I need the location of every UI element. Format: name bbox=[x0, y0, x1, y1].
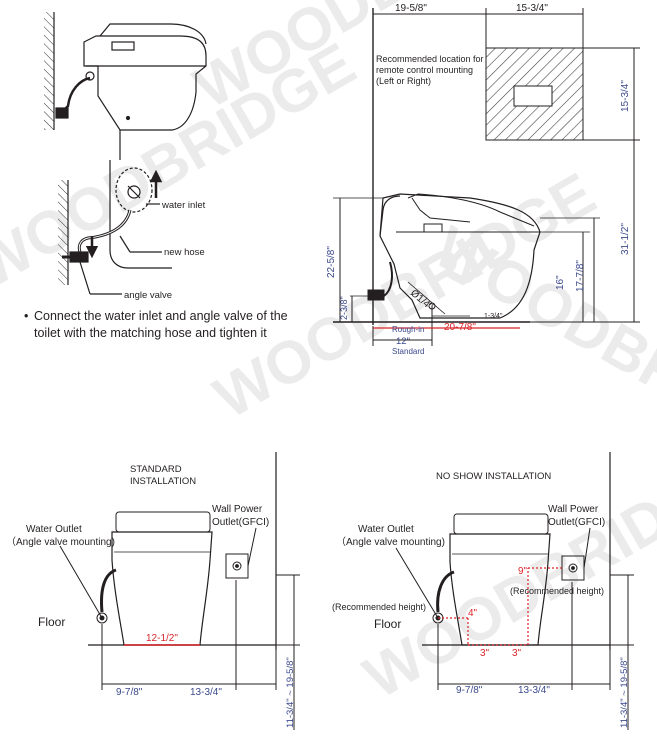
angle-valve-top bbox=[56, 108, 68, 118]
rough-in-label: Rough-in bbox=[392, 325, 424, 334]
instruction-line-1: •Connect the water inlet and angle valve… bbox=[24, 308, 314, 325]
watermark-text-2: WOODBRIDGE bbox=[0, 30, 366, 301]
remote-note-line2: remote control mounting bbox=[376, 65, 473, 75]
std-water-outlet-2: （Angle valve mounting) bbox=[6, 536, 115, 548]
angle-valve-label: angle valve bbox=[124, 290, 172, 301]
ns-water-outlet-1: Water Outlet bbox=[358, 524, 414, 535]
instruction-line-2: toilet with the matching hose and tighte… bbox=[24, 325, 314, 342]
std-title-2: INSTALLATION bbox=[130, 476, 196, 487]
ns-rec-height-right: (Recommended height) bbox=[510, 586, 604, 596]
bullet-icon: • bbox=[24, 308, 34, 325]
ns-left-dim: 9-7/8" bbox=[456, 685, 483, 696]
std-base-width: 12-1/2" bbox=[146, 633, 178, 644]
ns-red-4: 4" bbox=[468, 608, 478, 619]
total-height-dim: 31-1/2" bbox=[620, 223, 631, 255]
overall-height-dim: 22-5/8" bbox=[326, 246, 337, 278]
bowl-height-dim: 17-7/8" bbox=[575, 260, 586, 292]
ns-red-3b: 3" bbox=[512, 648, 522, 659]
toilet-body-std bbox=[112, 532, 212, 645]
standard-installation-figure bbox=[60, 452, 300, 730]
toilet-lid-small bbox=[100, 24, 206, 44]
inlet-height-dim: 2-3/8" bbox=[339, 296, 349, 320]
ns-red-3a: 3" bbox=[480, 648, 490, 659]
std-height-range: 11-3/4" ~ 19-5/8" bbox=[285, 657, 296, 728]
ns-water-outlet-2: （Angle valve mounting) bbox=[336, 536, 445, 548]
inlet-valve-large bbox=[368, 290, 384, 300]
toilet-lid-std bbox=[116, 512, 210, 532]
remote-height-dim: 15-3/4" bbox=[620, 80, 631, 112]
standard-label: Standard bbox=[392, 347, 424, 356]
remote-note-line1: Recommended location for bbox=[376, 54, 484, 64]
angle-valve-detail bbox=[70, 252, 88, 262]
depth-red-dim: 20-7/8" bbox=[444, 322, 476, 333]
hose-top bbox=[62, 78, 90, 112]
ns-right-dim: 13-3/4" bbox=[518, 685, 550, 696]
seat-height-dim: 16" bbox=[555, 275, 566, 290]
ns-floor-label: Floor bbox=[374, 617, 401, 631]
top-width-left: 19-5/8" bbox=[395, 3, 427, 14]
top-width-right: 15-3/4" bbox=[516, 3, 548, 14]
rough-in-value: 12" bbox=[396, 336, 410, 347]
new-hose-label: new hose bbox=[164, 247, 205, 258]
std-water-outlet-1: Water Outlet bbox=[26, 524, 82, 535]
std-title-1: STANDARD bbox=[130, 464, 182, 475]
ns-rec-height-left: (Recommended height) bbox=[332, 602, 426, 612]
wall-hatch-bottom bbox=[58, 180, 68, 285]
std-floor-label: Floor bbox=[38, 615, 65, 629]
remote-control-icon bbox=[514, 86, 552, 106]
ns-height-range: 11-3/4" ~ 19-5/8" bbox=[619, 657, 630, 728]
wall-hatch-top bbox=[44, 12, 54, 130]
toilet-display-large bbox=[424, 224, 442, 232]
toilet-display-small bbox=[112, 42, 134, 50]
std-left-dim: 9-7/8" bbox=[116, 687, 143, 698]
ns-wall-power-2: Outlet(GFCI) bbox=[548, 517, 605, 528]
std-wall-power-2: Outlet(GFCI) bbox=[212, 517, 269, 528]
offset-small-dim: 1-3/4" bbox=[484, 313, 503, 320]
remote-note-line3: (Left or Right) bbox=[376, 76, 431, 86]
ns-title: NO SHOW INSTALLATION bbox=[436, 471, 551, 482]
toilet-lid-ns bbox=[454, 514, 548, 534]
ns-red-9: 9" bbox=[518, 566, 528, 577]
instruction-caption: •Connect the water inlet and angle valve… bbox=[24, 308, 314, 342]
std-wall-power-1: Wall Power bbox=[212, 504, 263, 515]
ns-wall-power-1: Wall Power bbox=[548, 504, 599, 515]
std-right-dim: 13-3/4" bbox=[190, 687, 222, 698]
water-inlet-label: water inlet bbox=[161, 200, 206, 211]
